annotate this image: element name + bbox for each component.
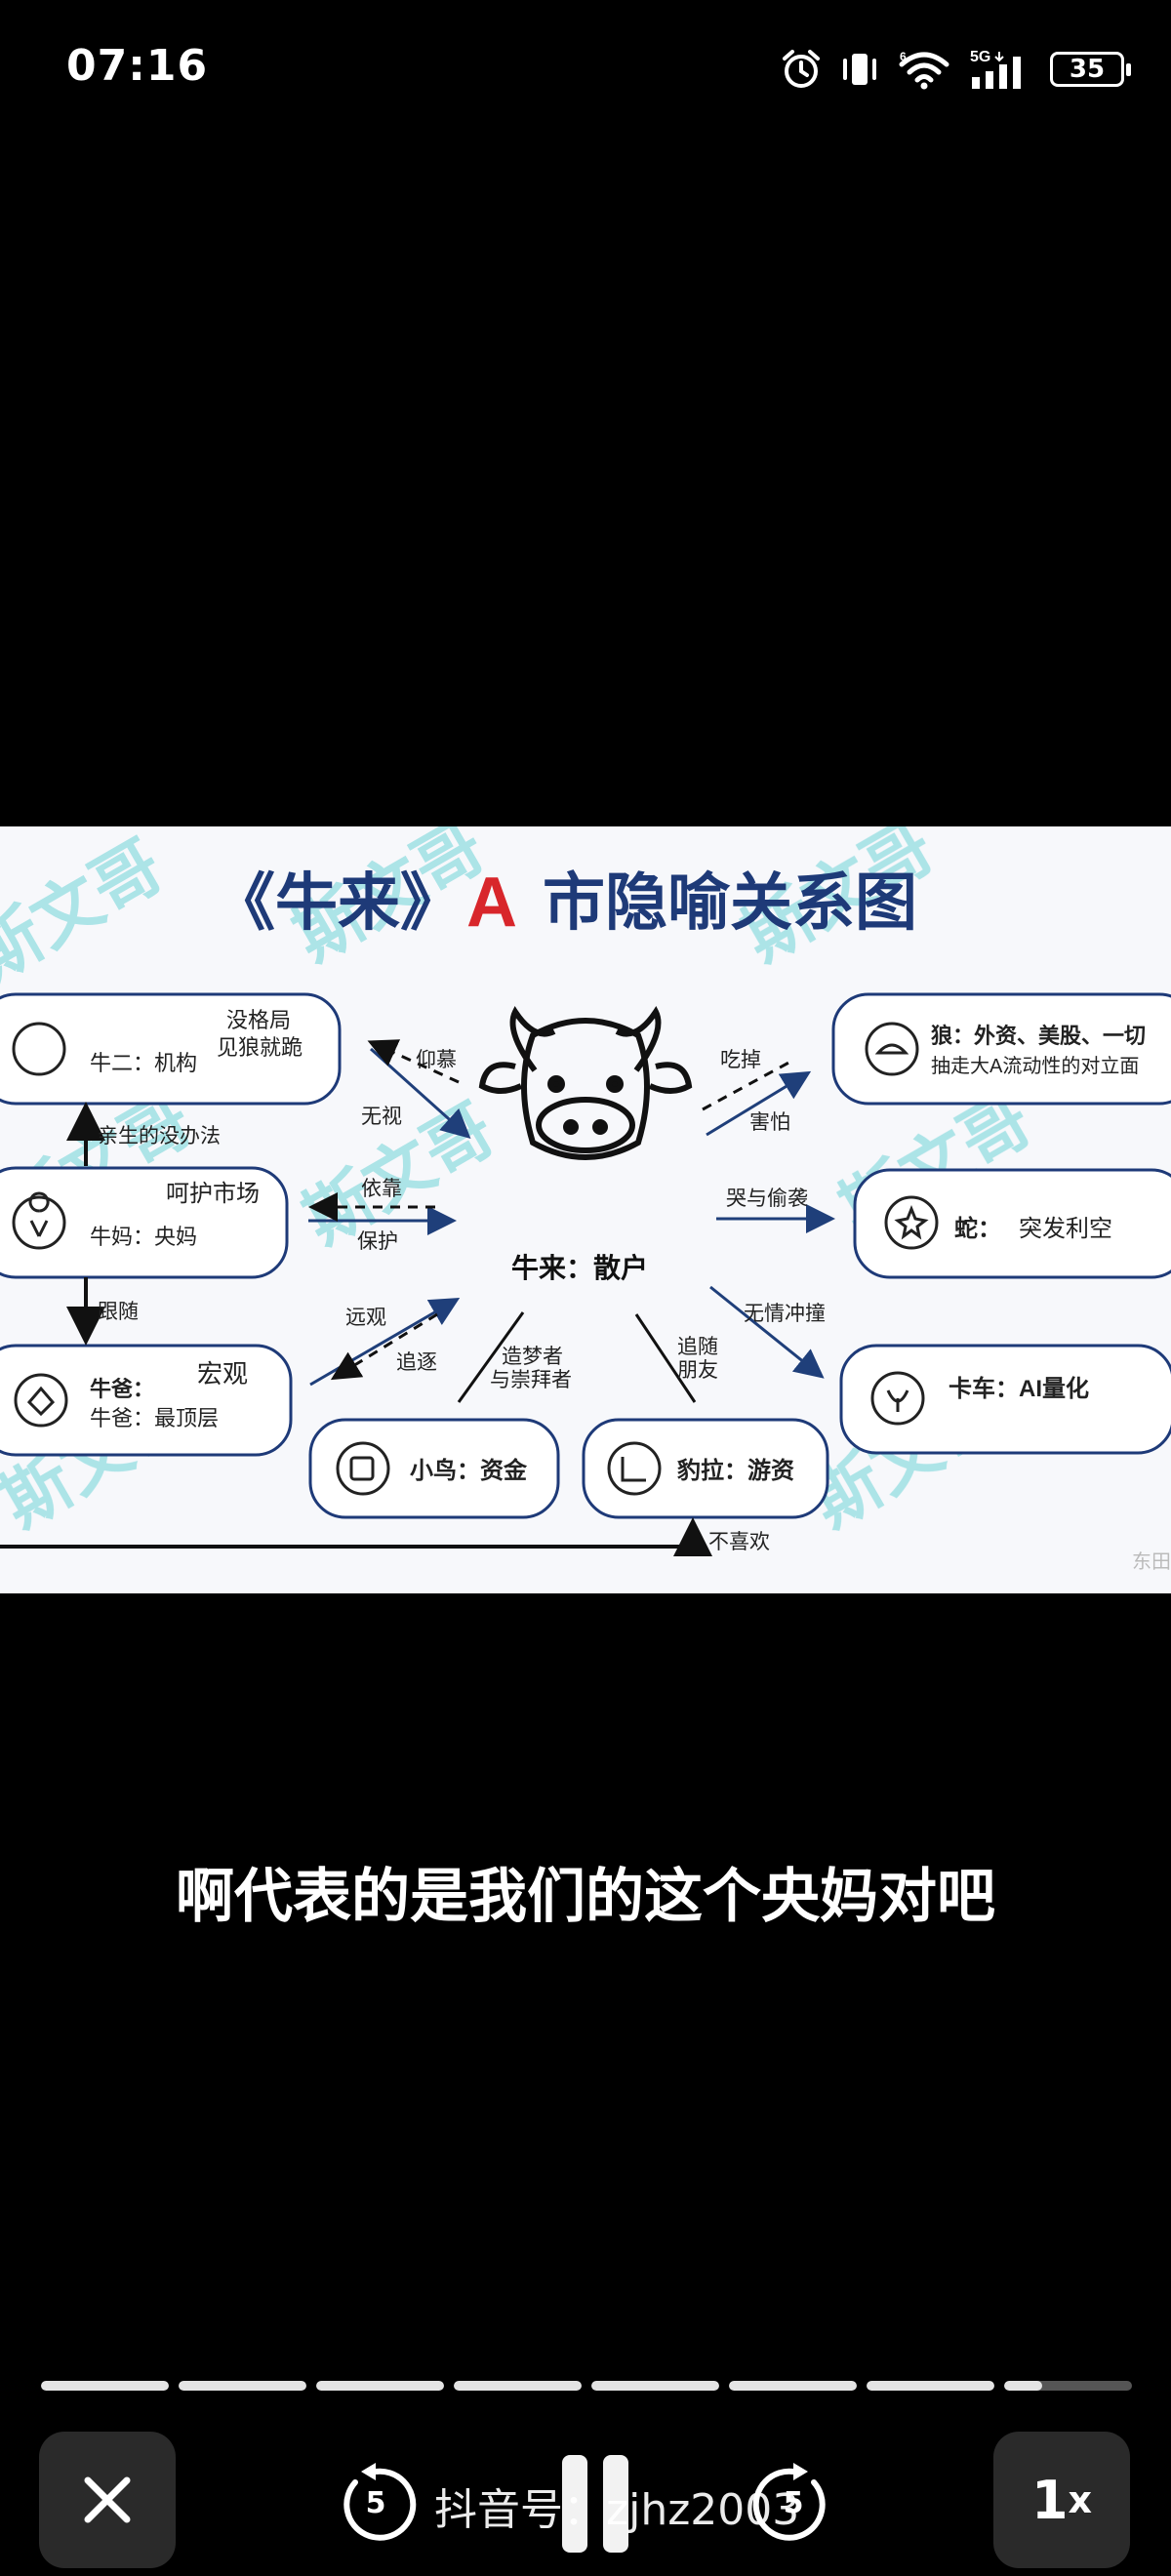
tulip-icon (870, 1371, 925, 1426)
edge-worship: 与崇拜者 (490, 1369, 572, 1391)
network-type: 5G (970, 49, 990, 65)
wallet-icon (336, 1441, 390, 1496)
edge-follow-friend-1: 追随 (677, 1336, 718, 1358)
video-subtitle: 啊代表的是我们的这个央妈对吧 (176, 1863, 995, 1931)
status-time: 07:16 (66, 41, 209, 91)
center-label: 牛来：散户 (511, 1252, 648, 1283)
edge-ignore: 无视 (361, 1106, 402, 1128)
progress-segment (591, 2381, 719, 2391)
progress-segment (179, 2381, 306, 2391)
cloud-icon (865, 1022, 919, 1076)
edge-admire: 仰慕 (416, 1049, 457, 1071)
alarm-icon (783, 50, 820, 88)
edge-chase: 追逐 (396, 1351, 437, 1374)
badge-icon (14, 1373, 68, 1428)
wifi-badge: 6 (900, 50, 907, 63)
relationship-diagram-image: 斯文哥 斯文哥 斯文哥 斯文哥 斯文哥 斯文哥 斯文哥 斯文哥 《牛来》 A 市… (0, 826, 1171, 1593)
truck-label: 卡车：AI量化 (949, 1375, 1089, 1402)
wolf-label: 狼：外资、美股、一切 (931, 1024, 1146, 1048)
status-icons: 6 5G 35 (781, 47, 1131, 92)
story-progress-bar[interactable] (41, 2381, 1132, 2391)
progress-segment (729, 2381, 857, 2391)
edge-eat: 吃掉 (720, 1049, 761, 1071)
corner-mark: 东田 (1132, 1550, 1171, 1573)
bull-center-icon (478, 1006, 693, 1160)
skip-forward-seconds: 5 (783, 2486, 804, 2520)
location-icon (12, 1195, 66, 1250)
close-button[interactable] (39, 2432, 176, 2568)
playback-controls: 5 抖音号：zjhz2003 5 (322, 2439, 868, 2566)
node-truck-box (839, 1344, 1171, 1455)
forward-icon (752, 2463, 826, 2541)
edge-look-far: 远观 (345, 1307, 386, 1329)
status-bar: 07:16 6 5G 35 (0, 0, 1171, 146)
bird-label: 小鸟：资金 (410, 1457, 528, 1484)
progress-segment (41, 2381, 169, 2391)
speed-value: 1 (1030, 2469, 1069, 2531)
chart-icon (607, 1441, 662, 1496)
node-niuma-box (0, 1166, 289, 1279)
edge-follow-friend-2: 朋友 (677, 1359, 718, 1382)
niuma-label: 牛妈：央妈 (90, 1225, 197, 1249)
niuba-note: 宏观 (197, 1359, 248, 1389)
battery-indicator: 35 (1050, 52, 1131, 87)
rewind-icon (343, 2463, 417, 2541)
edge-cry-sneak: 哭与偷袭 (726, 1187, 808, 1210)
snake-label-a: 蛇： (954, 1215, 1001, 1242)
niuer-label: 牛二：机构 (90, 1051, 197, 1075)
diagram-title-right: 市隐喻关系图 (543, 867, 917, 938)
skip-back-button[interactable]: 5 (334, 2463, 418, 2547)
edge-ruthless: 无情冲撞 (744, 1303, 826, 1325)
node-wolf-box (831, 992, 1171, 1106)
niuba-label: 牛爸：最顶层 (90, 1406, 219, 1430)
niuer-note-2: 见狼就跪 (217, 1035, 303, 1060)
progress-segment-current (1004, 2381, 1132, 2391)
wifi-icon: 6 (899, 50, 949, 90)
edge-helpless: 亲生的没办法 (98, 1125, 221, 1147)
skip-back-seconds: 5 (365, 2486, 386, 2520)
progress-segment (454, 2381, 582, 2391)
edge-follow: 跟随 (98, 1301, 139, 1323)
edge-dream: 造梦者 (502, 1346, 563, 1368)
bull-small-icon (12, 1022, 66, 1076)
skip-forward-button[interactable]: 5 (751, 2463, 835, 2547)
diagram-title-accent: A (466, 864, 517, 942)
star-badge-icon (884, 1195, 939, 1250)
node-niuba-box (0, 1344, 293, 1457)
node-niuer-box (0, 992, 342, 1106)
edge-fear: 害怕 (749, 1111, 790, 1134)
vibrate-icon (843, 54, 876, 85)
edge-rely: 依靠 (361, 1178, 402, 1200)
node-snake-box (853, 1168, 1171, 1279)
edge-dislike: 不喜欢 (708, 1531, 770, 1553)
progress-segment (316, 2381, 444, 2391)
niuer-note: 没格局 (226, 1008, 291, 1032)
leopard-label: 豹拉：游资 (676, 1457, 794, 1484)
progress-segment (867, 2381, 994, 2391)
cell-signal-icon: 5G (970, 49, 1021, 89)
edge-protect: 保护 (357, 1230, 398, 1253)
niuba-title: 牛爸： (90, 1377, 154, 1401)
snake-label-b: 突发利空 (1019, 1216, 1112, 1242)
pause-button[interactable] (550, 2455, 638, 2553)
wolf-sub: 抽走大A流动性的对立面 (931, 1055, 1139, 1077)
niuma-note: 呵护市场 (166, 1181, 260, 1207)
close-icon (84, 2476, 131, 2523)
speed-unit: x (1068, 2478, 1093, 2521)
watermark-1: 斯文哥 (0, 826, 175, 995)
diagram-title-left: 《牛来》 (213, 867, 463, 938)
